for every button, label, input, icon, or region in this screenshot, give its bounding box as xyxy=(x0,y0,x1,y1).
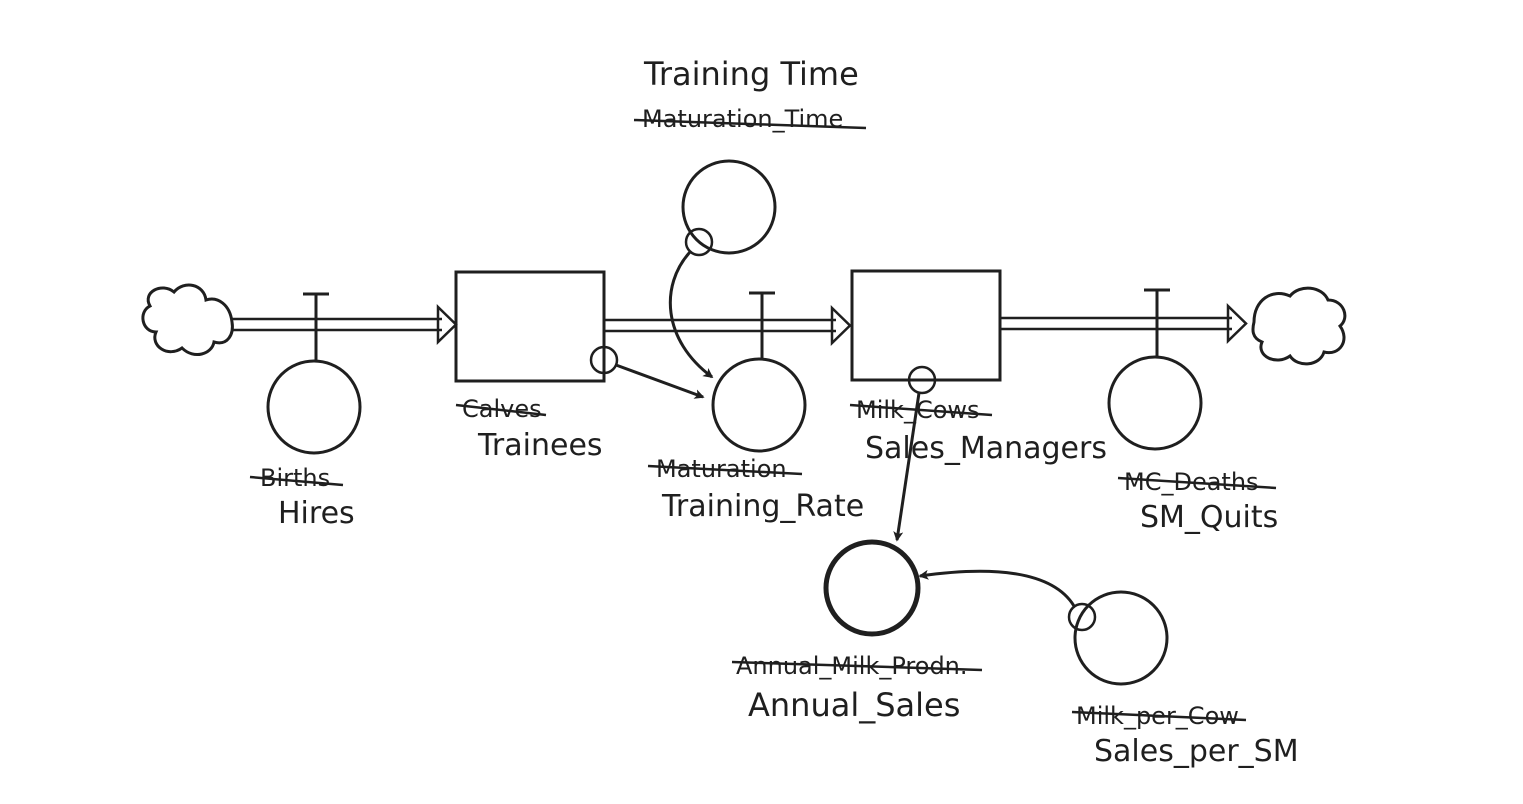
label-sales-per-sm: Sales_per_SM xyxy=(1094,734,1299,769)
converter-sales-per-sm xyxy=(1073,590,1169,686)
strike-mc-deaths xyxy=(1117,476,1277,490)
flow-sm-quits xyxy=(1001,288,1248,356)
strike-annual-milk-prodn xyxy=(731,660,983,672)
stock-sales-managers xyxy=(850,269,1002,382)
source-cloud-icon xyxy=(141,283,234,357)
label-maturation-time-old: Maturation_Time xyxy=(642,105,843,133)
strike-maturation xyxy=(647,464,803,476)
strike-milk-per-cow xyxy=(1071,710,1247,722)
label-training-rate: Training_Rate xyxy=(661,489,864,524)
label-sm-quits: SM_Quits xyxy=(1140,500,1278,535)
label-sales-managers: Sales_Managers xyxy=(865,431,1107,466)
flow-hires xyxy=(232,292,458,362)
converter-training-rate xyxy=(711,357,807,453)
strike-milk-cows xyxy=(849,403,993,417)
strike-births xyxy=(249,475,344,487)
converter-hires xyxy=(266,359,362,455)
label-trainees: Trainees xyxy=(477,428,603,463)
label-annual-sales: Annual_Sales xyxy=(748,686,960,724)
converter-annual-sales xyxy=(823,539,921,637)
connector-trainees-to-training-rate xyxy=(589,345,705,399)
connector-sales-per-sm-to-annual-sales xyxy=(918,569,1097,632)
strike-maturation-time xyxy=(633,118,867,130)
strike-calves xyxy=(455,403,547,417)
label-hires: Hires xyxy=(278,496,355,531)
title-training-time: Training Time xyxy=(643,55,859,93)
connector-training-time-to-training-rate xyxy=(668,227,714,379)
converter-sm-quits xyxy=(1107,355,1203,451)
flow-training-rate xyxy=(605,291,852,358)
connector-sales-managers-to-annual-sales xyxy=(893,365,937,542)
converter-training-time xyxy=(681,159,777,255)
sink-cloud-icon xyxy=(1251,286,1347,366)
stock-trainees xyxy=(454,270,606,383)
